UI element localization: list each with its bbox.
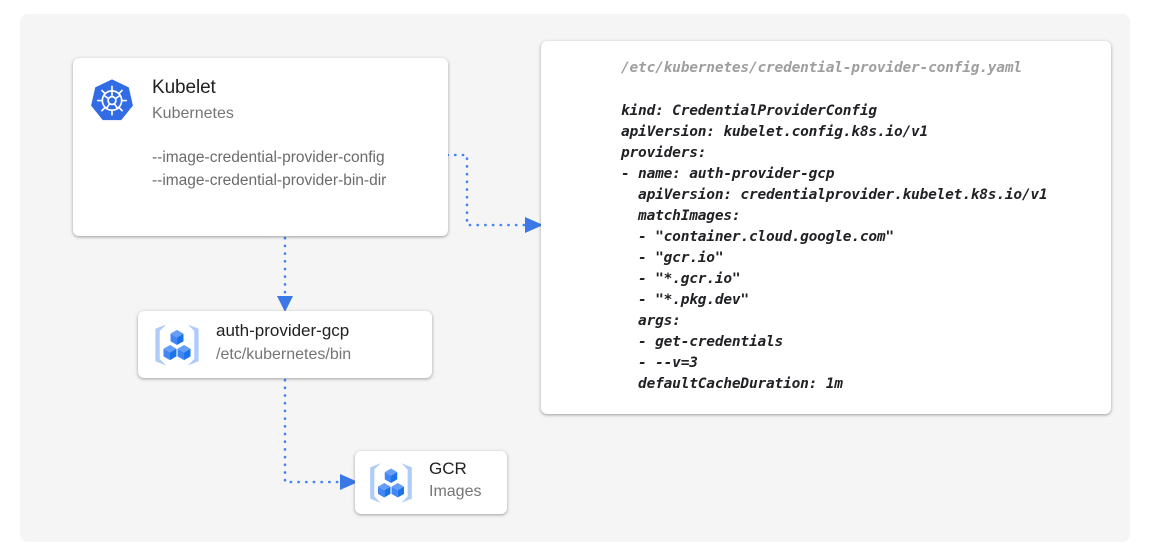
kubelet-subtitle: Kubernetes xyxy=(152,105,234,122)
yaml-line: - "*.pkg.dev" xyxy=(621,292,749,308)
yaml-line: - get-credentials xyxy=(621,334,784,350)
yaml-filename-label: /etc/kubernetes/credential-provider-conf… xyxy=(621,60,1022,76)
yaml-line: - --v=3 xyxy=(621,355,698,371)
kubernetes-logo-icon xyxy=(91,79,133,121)
yaml-line: apiVersion: kubelet.config.k8s.io/v1 xyxy=(621,124,929,140)
yaml-line: kind: CredentialProviderConfig xyxy=(621,103,877,119)
gcp-container-registry-icon xyxy=(370,463,412,503)
yaml-content: kind: CredentialProviderConfig apiVersion… xyxy=(621,101,1103,395)
yaml-line: - "*.gcr.io" xyxy=(621,271,741,287)
auth-provider-gcp-node-card[interactable]: auth-provider-gcp /etc/kubernetes/bin xyxy=(138,311,432,378)
yaml-line: - "container.cloud.google.com" xyxy=(621,229,894,245)
gcr-title: GCR xyxy=(429,459,467,478)
auth-provider-title: auth-provider-gcp xyxy=(216,321,350,340)
yaml-line: - "gcr.io" xyxy=(621,250,724,266)
yaml-line: defaultCacheDuration: 1m xyxy=(621,376,843,392)
credential-provider-config-panel[interactable]: /etc/kubernetes/credential-provider-conf… xyxy=(541,41,1111,414)
yaml-line: apiVersion: credentialprovider.kubelet.k… xyxy=(621,187,1048,203)
gcp-container-registry-icon xyxy=(155,324,199,366)
kubelet-title: Kubelet xyxy=(152,77,216,98)
gcr-node-card[interactable]: GCR Images xyxy=(355,451,507,514)
kubelet-flag-image-credential-provider-config: --image-credential-provider-config xyxy=(152,149,385,166)
yaml-line: - name: auth-provider-gcp xyxy=(621,166,835,182)
yaml-line: matchImages: xyxy=(621,208,741,224)
gcr-subtitle: Images xyxy=(429,483,482,500)
kubelet-flag-image-credential-provider-bin-dir: --image-credential-provider-bin-dir xyxy=(152,172,387,189)
yaml-line: args: xyxy=(621,313,681,329)
yaml-line: providers: xyxy=(621,145,707,161)
kubelet-node-card[interactable]: Kubelet Kubernetes --image-credential-pr… xyxy=(73,58,448,236)
auth-provider-subtitle: /etc/kubernetes/bin xyxy=(216,346,352,363)
